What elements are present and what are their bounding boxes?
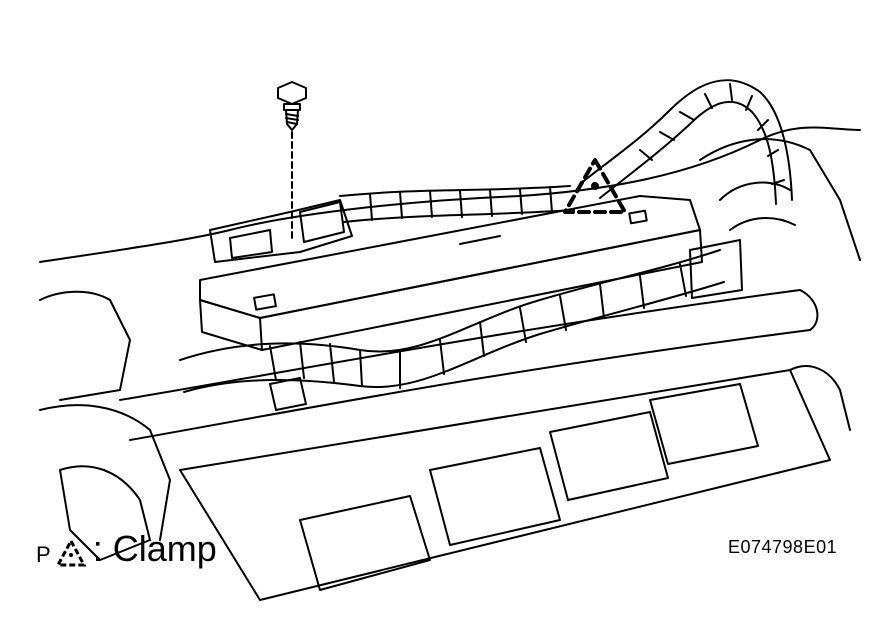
- right-bracket: [789, 365, 851, 431]
- connector-latch: [299, 201, 345, 243]
- harness-ribs: [369, 186, 553, 221]
- rail-slot-line: [459, 235, 501, 245]
- rail-front: [199, 299, 263, 351]
- grille-window: [429, 447, 561, 546]
- lower-harness-tape: [269, 263, 687, 389]
- left-housing: [39, 290, 131, 401]
- lower-harness: [179, 249, 721, 361]
- connector-face: [229, 229, 273, 259]
- connector-block: [209, 199, 353, 263]
- pipe-bottom: [129, 329, 811, 441]
- harness-riser-inner: [599, 100, 777, 205]
- engine-bay-outline: [39, 126, 861, 263]
- pipe-top: [119, 289, 801, 401]
- grille-panel: [179, 369, 831, 601]
- legend: P : Clamp: [36, 520, 217, 568]
- figure-id: E074798E01: [728, 537, 838, 557]
- rail-slot: [253, 293, 277, 311]
- bolt-icon: [277, 81, 307, 131]
- harness-riser: [579, 79, 793, 201]
- legend-prefix: P: [36, 542, 51, 567]
- dashed-triangle-clamp-icon: [55, 538, 87, 567]
- grille-window: [649, 383, 759, 465]
- grille-window: [299, 495, 431, 591]
- grille-window: [549, 411, 669, 501]
- harness-tube: [339, 185, 575, 223]
- clamp-marker-icon: [563, 158, 627, 214]
- right-housing: [699, 138, 861, 261]
- left-bracket: [59, 465, 151, 561]
- left-housing-lower: [39, 404, 171, 541]
- pipe-end: [799, 289, 819, 331]
- harness-clip-lower: [269, 377, 307, 411]
- harness-clip: [689, 239, 743, 299]
- harness-riser-ribs: [639, 83, 785, 185]
- right-housing-ribs: [719, 181, 796, 231]
- clamp-marker-dot: [591, 182, 599, 190]
- rail-side: [259, 229, 703, 351]
- rail-slot: [628, 209, 648, 225]
- lower-harness-bottom: [183, 281, 725, 393]
- legend-label: : Clamp: [92, 528, 217, 569]
